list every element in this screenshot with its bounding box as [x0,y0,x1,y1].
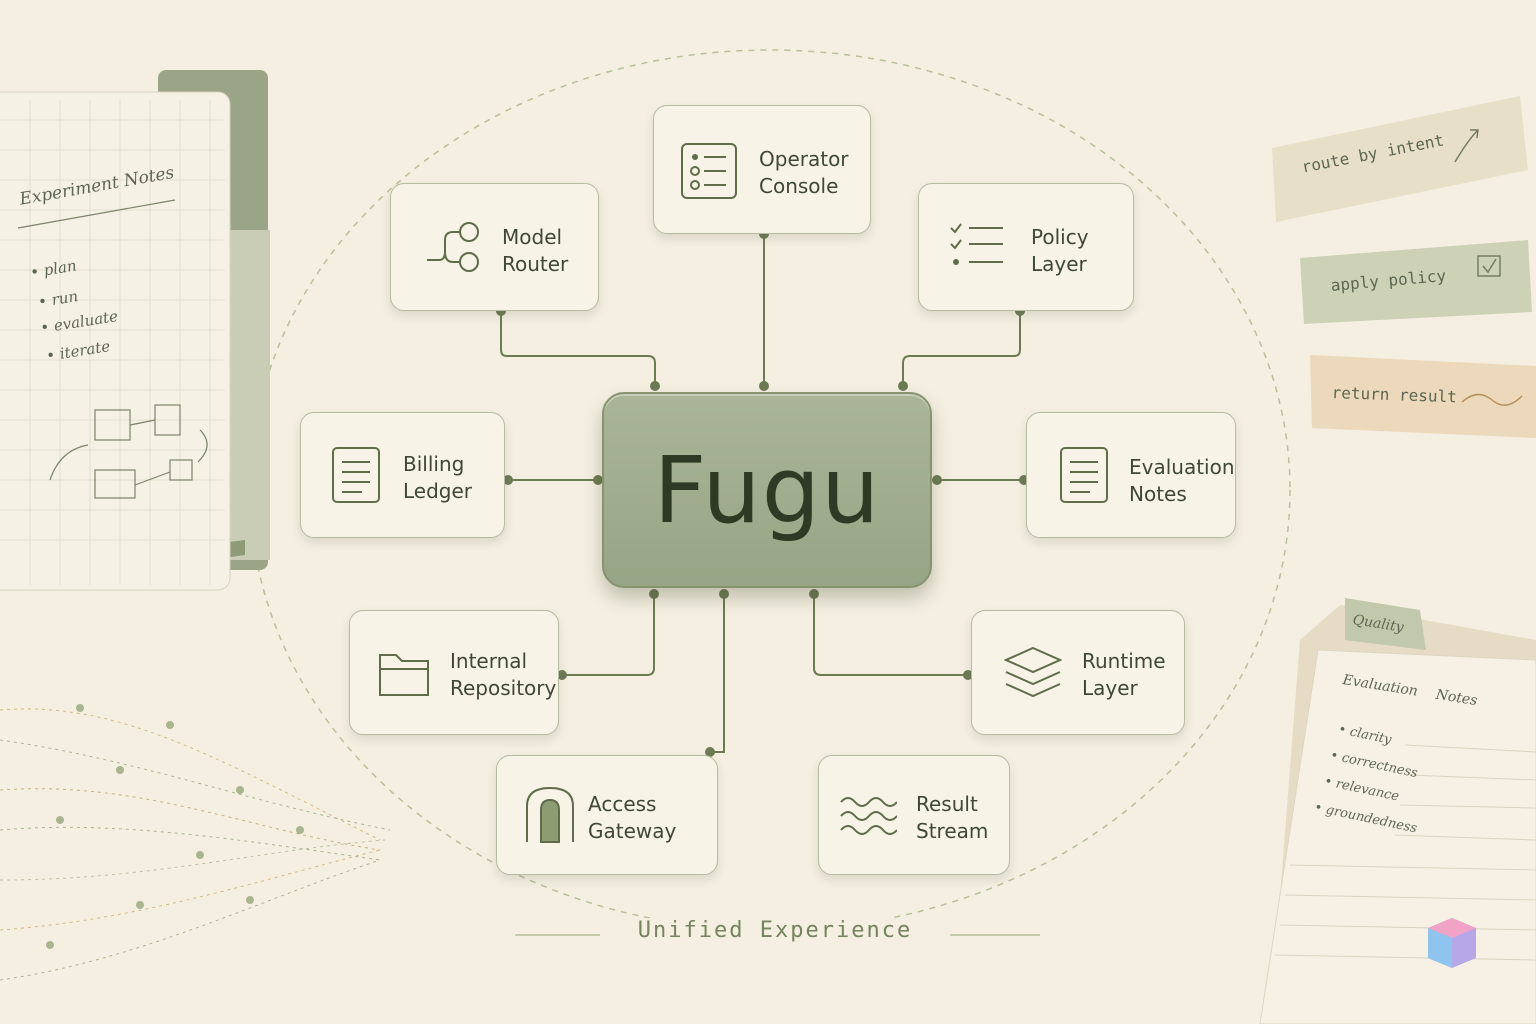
folder-icon [379,654,429,696]
node-policy-layer[interactable]: Policy Layer [918,183,1134,311]
center-title: Fugu [653,436,881,544]
node-label-line: Layer [1082,676,1138,700]
node-label-line: Model [502,225,563,249]
checklist-icon [681,143,737,199]
node-evaluation-notes[interactable]: Evaluation Notes [1026,412,1236,538]
node-result-stream[interactable]: Result Stream [818,755,1010,875]
node-model-router[interactable]: Model Router [390,183,599,311]
check-list-icon [950,223,1003,265]
node-label-line: Access [588,792,657,816]
node-operator-console[interactable]: Operator Console [653,105,871,234]
notebook [0,70,270,591]
node-label-line: Gateway [588,819,677,843]
folder [1259,598,1536,1024]
node-label-line: Policy [1031,225,1089,249]
document-icon [332,447,380,503]
branch-icon [427,222,479,272]
boundary-ellipse [249,49,1291,931]
node-label-line: Ledger [403,479,473,503]
cube-logo-icon [1428,918,1476,968]
node-label-line: Evaluation [1129,455,1235,479]
gate-icon [526,786,574,843]
diagram-caption: Unified Experience [600,918,950,943]
node-label-line: Internal [450,649,528,673]
layers-icon [1004,646,1062,698]
wave-lines [0,708,391,981]
node-label-line: Repository [450,676,557,700]
node-internal-repository[interactable]: Internal Repository [349,610,559,735]
node-runtime-layer[interactable]: Runtime Layer [971,610,1185,735]
node-label-line: Notes [1129,482,1187,506]
fugu-center-node[interactable]: Fugu [602,392,932,588]
node-label-line: Router [502,252,569,276]
node-label-line: Runtime [1082,649,1166,673]
node-label-line: Layer [1031,252,1087,276]
node-label-line: Stream [916,819,989,843]
node-label-line: Operator [759,147,849,171]
waves-icon [840,797,897,835]
node-label-line: Console [759,174,839,198]
node-label-line: Billing [403,452,465,476]
node-billing-ledger[interactable]: Billing Ledger [300,412,505,538]
node-label-line: Result [916,792,978,816]
document-icon [1060,447,1108,503]
node-access-gateway[interactable]: Access Gateway [496,755,718,875]
tape-strips [1272,96,1536,438]
